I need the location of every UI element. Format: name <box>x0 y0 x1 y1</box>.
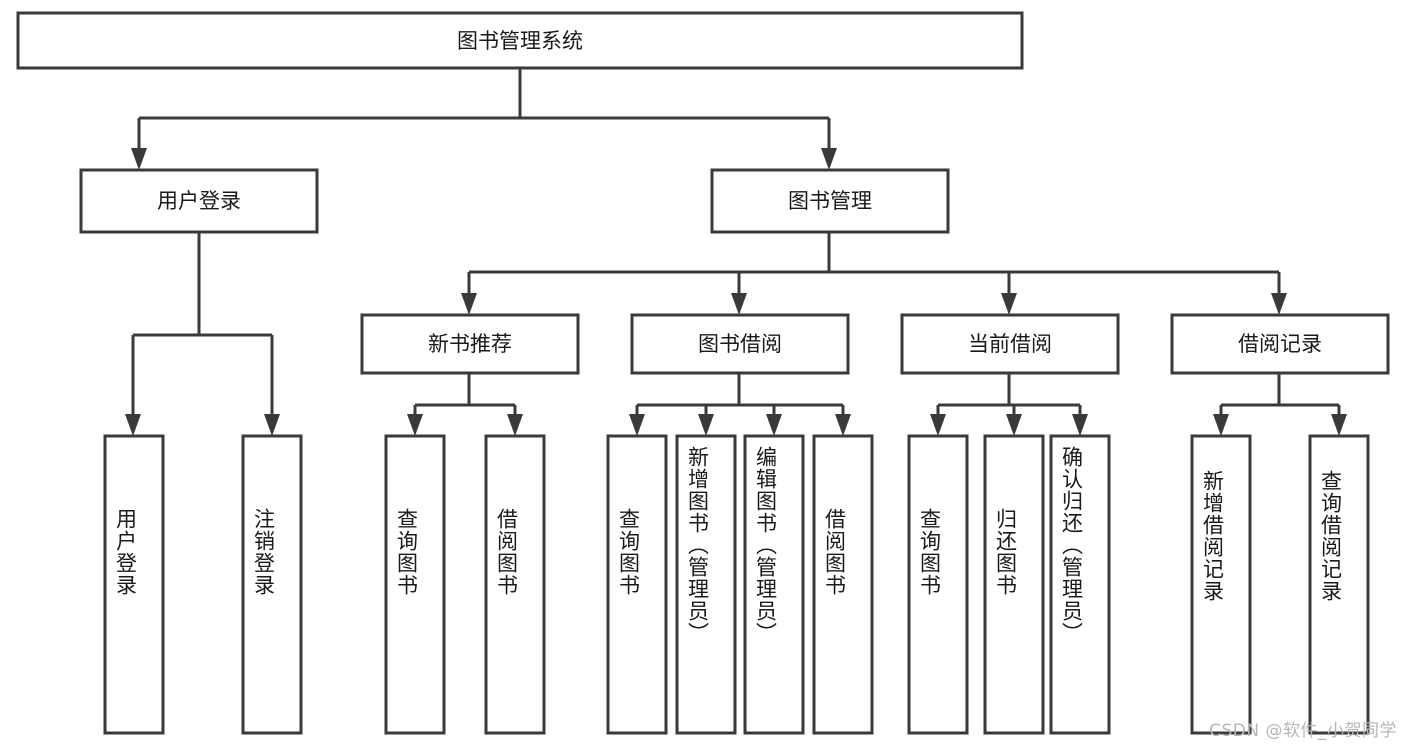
arrow-leaf-query-book-borrow <box>629 414 645 436</box>
node-leaf-query-record-box[interactable] <box>1308 434 1370 735</box>
node-leaf-logout-box[interactable] <box>241 434 303 735</box>
node-book-manage[interactable]: 图书管理 <box>710 168 950 234</box>
node-new-book-rec[interactable]: 新书推荐 <box>360 313 580 375</box>
node-borrow-record-label: 借阅记录 <box>1238 332 1322 356</box>
arrow-leaf-return-book <box>1006 414 1022 436</box>
node-book-borrow-label: 图书借阅 <box>698 332 782 356</box>
node-new-book-rec-box[interactable] <box>360 313 580 375</box>
node-user-login-label: 用户登录 <box>157 189 241 213</box>
node-current-borrow-label: 当前借阅 <box>968 332 1052 356</box>
arrow-leaf-user-login <box>125 414 141 436</box>
node-book-borrow[interactable]: 图书借阅 <box>630 313 850 375</box>
node-leaf-query-book-cur-box[interactable] <box>907 434 969 735</box>
arrow-leaf-confirm-return <box>1072 414 1088 436</box>
node-leaf-user-login-box[interactable] <box>103 434 165 735</box>
node-leaf-edit-book-box[interactable] <box>743 434 805 735</box>
arrow-to-book-borrow <box>731 293 747 315</box>
node-current-borrow[interactable]: 当前借阅 <box>900 313 1120 375</box>
node-leaf-borrow-book-rec-box[interactable] <box>484 434 546 735</box>
node-root-label: 图书管理系统 <box>457 29 583 53</box>
node-user-login-box[interactable] <box>79 168 319 234</box>
arrow-to-user-login <box>131 148 147 170</box>
node-borrow-record[interactable]: 借阅记录 <box>1170 313 1390 375</box>
node-leaf-query-book-rec-box[interactable] <box>384 434 446 735</box>
arrow-leaf-edit-book <box>766 414 782 436</box>
arrow-leaf-query-book-cur <box>930 414 946 436</box>
node-leaf-confirm-return-box[interactable] <box>1049 434 1111 735</box>
node-book-manage-label: 图书管理 <box>788 189 872 213</box>
node-leaf-add-book-box[interactable] <box>675 434 737 735</box>
arrow-to-new-book-rec <box>461 293 477 315</box>
arrow-to-book-manage <box>821 148 837 170</box>
node-book-manage-box[interactable] <box>710 168 950 234</box>
edges-layer <box>125 68 1347 436</box>
arrow-leaf-query-book-rec <box>407 414 423 436</box>
arrow-leaf-borrow-book-rec <box>507 414 523 436</box>
arrow-leaf-add-book <box>698 414 714 436</box>
node-leaf-query-book-borrow-box[interactable] <box>606 434 668 735</box>
node-new-book-rec-label: 新书推荐 <box>428 332 512 356</box>
arrow-leaf-add-record <box>1213 414 1229 436</box>
arrow-to-borrow-record <box>1271 293 1287 315</box>
arrow-leaf-borrow-book <box>835 414 851 436</box>
node-user-login[interactable]: 用户登录 <box>79 168 319 234</box>
node-current-borrow-box[interactable] <box>900 313 1120 375</box>
arrow-leaf-query-record <box>1331 414 1347 436</box>
node-leaf-add-record-box[interactable] <box>1190 434 1252 735</box>
node-leaf-return-book-box[interactable] <box>983 434 1045 735</box>
node-root[interactable]: 图书管理系统 <box>16 11 1024 70</box>
node-root-box[interactable] <box>16 11 1024 70</box>
watermark-text: CSDN @软件_小贺同学 <box>1209 721 1397 741</box>
node-borrow-record-box[interactable] <box>1170 313 1390 375</box>
arrow-to-current-borrow <box>1001 293 1017 315</box>
nodes-layer: 图书管理系统 用户登录 图书管理 新书推荐 图书借阅 当前 <box>16 11 1390 735</box>
node-leaf-borrow-book-box[interactable] <box>812 434 874 735</box>
node-book-borrow-box[interactable] <box>630 313 850 375</box>
arrow-leaf-logout <box>264 414 280 436</box>
